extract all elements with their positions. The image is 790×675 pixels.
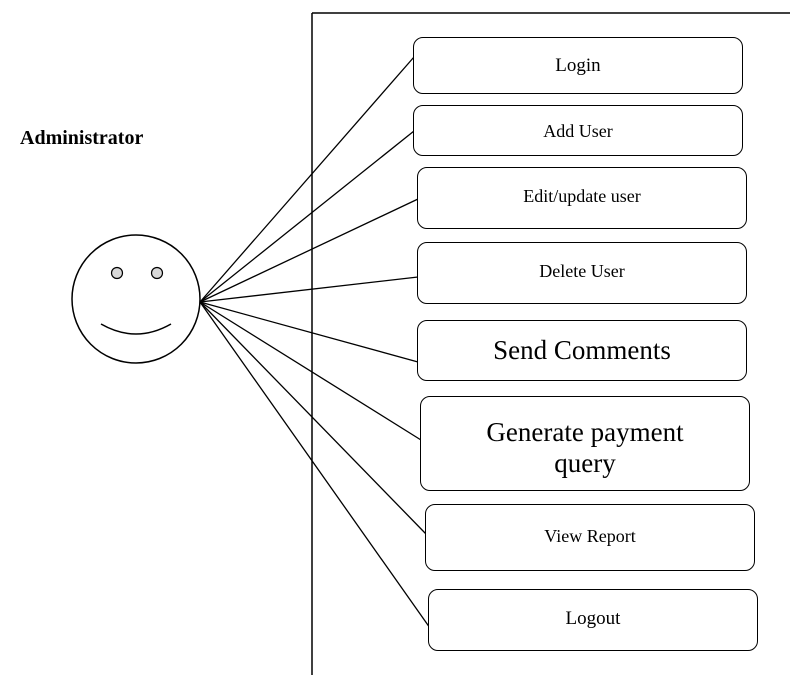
use-case-label: Add User xyxy=(543,121,613,141)
use-case-add-user[interactable]: Add User xyxy=(413,105,743,156)
actor-left-eye xyxy=(110,266,124,280)
association-send-comments xyxy=(199,301,419,363)
use-case-generate-payment-query[interactable]: Generate payment query xyxy=(420,396,750,491)
use-case-label: Send Comments xyxy=(493,335,671,365)
use-case-delete-user[interactable]: Delete User xyxy=(417,242,747,304)
use-case-label: Login xyxy=(555,55,601,76)
smiley-face-icon xyxy=(71,234,201,364)
use-case-label-line-2: query xyxy=(554,448,616,478)
use-case-label-line-1: Generate payment xyxy=(486,417,684,447)
use-case-label: View Report xyxy=(544,526,636,546)
actor-head xyxy=(71,234,201,364)
actor-right-eye xyxy=(150,266,164,280)
use-case-edit-update-user[interactable]: Edit/update user xyxy=(417,167,747,229)
use-case-logout[interactable]: Logout xyxy=(428,589,758,651)
association-generate-payment-query xyxy=(199,301,422,441)
association-view-report xyxy=(199,301,427,535)
association-add-user xyxy=(199,130,415,303)
use-case-label: Edit/update user xyxy=(523,186,641,206)
actor-smile xyxy=(100,323,172,335)
use-case-send-comments[interactable]: Send Comments xyxy=(417,320,747,381)
association-logout xyxy=(199,301,431,629)
use-case-view-report[interactable]: View Report xyxy=(425,504,755,571)
association-login xyxy=(199,56,415,303)
association-edit-update-user xyxy=(199,198,419,303)
association-lines xyxy=(199,56,431,629)
actor-label: Administrator xyxy=(20,127,144,149)
use-case-label: Delete User xyxy=(539,261,625,281)
use-case-label: Logout xyxy=(565,608,621,629)
use-case-login[interactable]: Login xyxy=(413,37,743,94)
association-delete-user xyxy=(199,276,419,303)
